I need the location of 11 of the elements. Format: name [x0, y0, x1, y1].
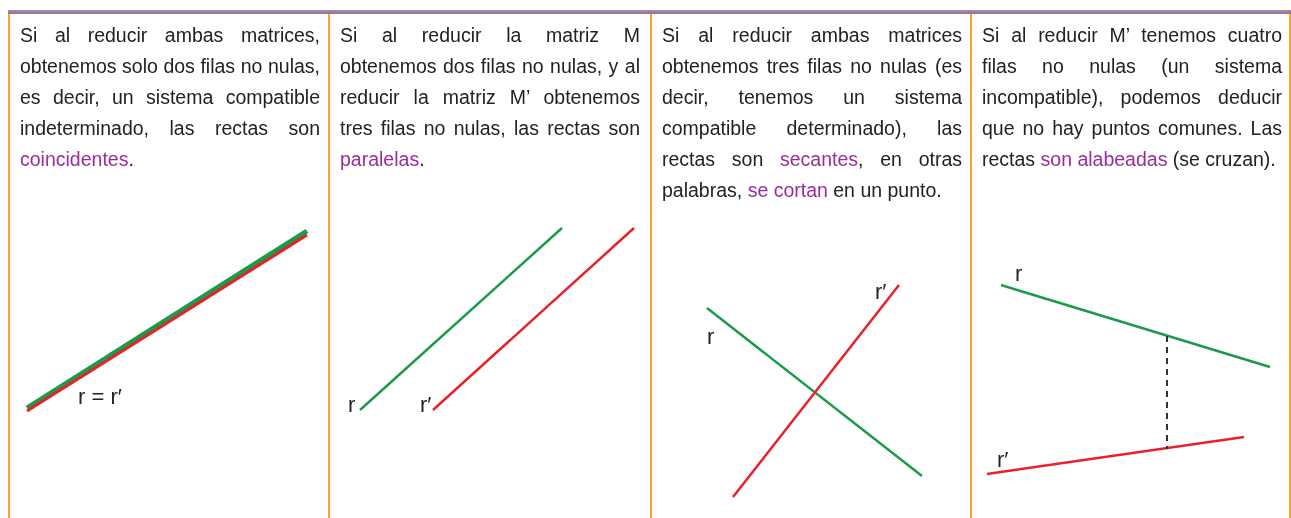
line-label: r′ [875, 280, 887, 304]
paragraph-text: Si al reducir ambas matrices, obtenemos solo dos filas no nulas, es decir, un sistema compatible indeterminado, las rectas son coincidentes. [20, 23, 320, 172]
paragraph-text: Si al reducir ambas matrices obtenemos tres filas no nulas (es decir, tenemos un sistema compatible determinado), las rectas son secantes, en otras palabras, se cortan en un punto. [662, 23, 962, 203]
line-label: r [1015, 262, 1023, 286]
paragraph-text: Si al reducir la matriz M obtenemos dos filas no nulas, y al reducir la matriz M’ obtenemos tres filas no nulas, las rectas son paralelas. [340, 23, 640, 172]
paragraph-text: Si al reducir M’ tenemos cuatro filas no nulas (un sistema incompatible), podemos deducir que no hay puntos comunes. Las rectas son alabeadas (se cruzan). [982, 23, 1282, 172]
line-label: r [348, 393, 356, 417]
line-label: r′ [997, 448, 1009, 472]
line-label: r′ [420, 393, 432, 417]
line-label: r = r′ [78, 385, 122, 409]
line-label: r [707, 325, 715, 349]
